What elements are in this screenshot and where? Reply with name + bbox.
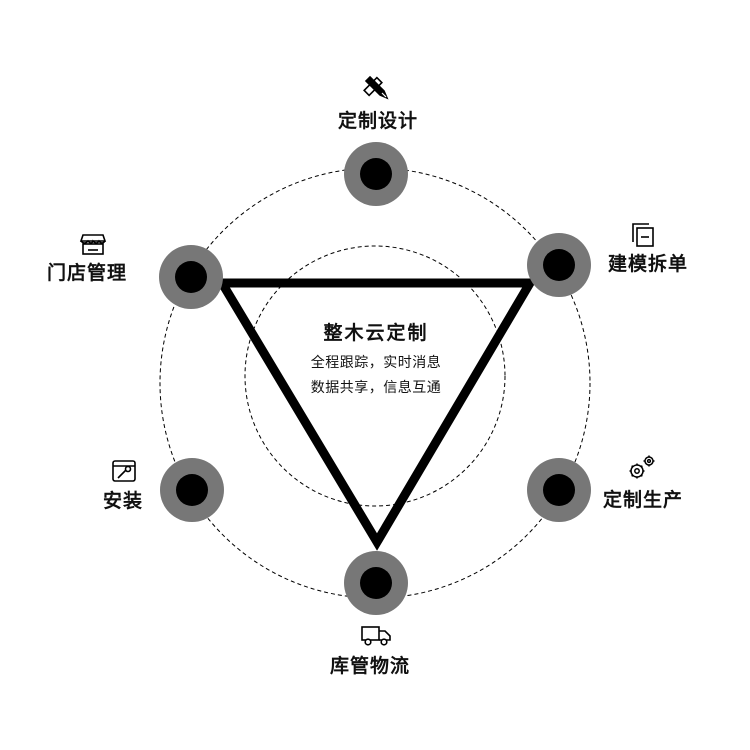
- node-label-install: 安装: [103, 490, 144, 512]
- node-install[interactable]: [160, 458, 224, 522]
- pencil-ruler-icon: [363, 75, 389, 100]
- node-logistics[interactable]: [344, 551, 408, 615]
- center-triangle: [214, 278, 538, 551]
- node-label-production: 定制生产: [603, 489, 684, 511]
- center-line-1: 全程跟踪，实时消息: [310, 355, 442, 371]
- node-label-modeling: 建模拆单: [608, 253, 689, 275]
- gears-icon: [629, 455, 655, 479]
- inner-dashed-circle: [244, 245, 506, 507]
- node-label-design: 定制设计: [338, 110, 419, 132]
- store-icon: [79, 234, 107, 255]
- node-modeling[interactable]: [527, 233, 591, 297]
- node-store[interactable]: [159, 245, 223, 309]
- node-design[interactable]: [344, 142, 408, 206]
- center-line-2: 数据共享，信息互通: [310, 380, 442, 396]
- layers-icon: [632, 223, 654, 247]
- center-title: 整木云定制: [323, 322, 429, 344]
- wrench-icon: [112, 460, 136, 482]
- truck-icon: [361, 626, 391, 646]
- node-label-store: 门店管理: [47, 262, 128, 284]
- node-production[interactable]: [527, 458, 591, 522]
- node-label-logistics: 库管物流: [330, 655, 411, 677]
